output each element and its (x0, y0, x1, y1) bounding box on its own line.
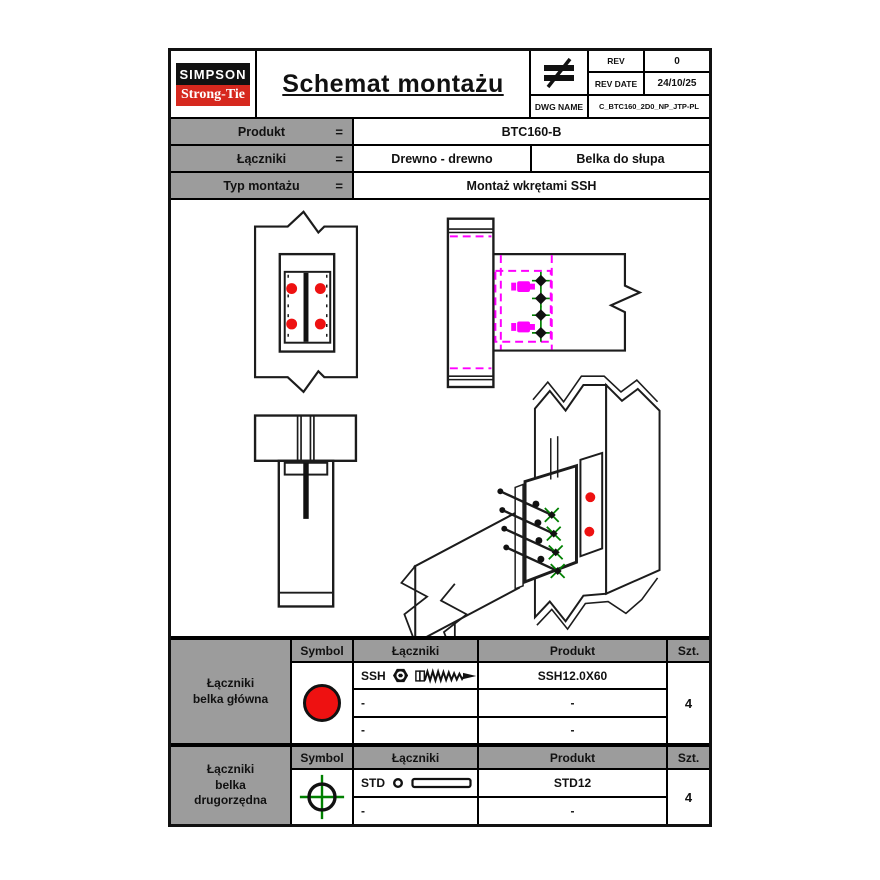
std-circle-icon (393, 778, 403, 788)
product-row-produkt: Produkt = BTC160-B (171, 119, 709, 144)
product-row-label: Typ montażu (223, 178, 300, 193)
fastener-table-main: Łączniki belka główna Symbol Łączniki Pr… (171, 638, 709, 743)
logo-strongtie: Strong-Tie (176, 84, 250, 106)
fastener-code: - (354, 690, 477, 716)
plan-view (253, 414, 358, 608)
group-label-secondary: Łączniki belka drugorzędna (171, 747, 290, 824)
header-szt: Szt. (668, 747, 709, 768)
dwg-name-label: DWG NAME (531, 96, 587, 117)
side-view (446, 217, 643, 389)
mounting-type-value: Montaż wkrętami SSH (354, 173, 709, 198)
fastener-code-text: SSH (361, 668, 386, 683)
header-produkt: Produkt (479, 640, 666, 661)
header-laczniki: Łączniki (354, 747, 477, 768)
not-equal-icon (544, 57, 574, 88)
header-produkt: Produkt (479, 747, 666, 768)
group-label-main: Łączniki belka główna (171, 640, 290, 743)
equals-sign: = (335, 178, 343, 193)
dwg-name-value: C_BTC160_2D0_NP_JTP-PL (589, 96, 709, 117)
fastener-product: - (479, 717, 666, 743)
rev-date-label: REV DATE (589, 73, 643, 94)
product-row-label: Łączniki (236, 151, 287, 166)
rev-value: 0 (645, 51, 709, 71)
fastener-table-secondary: Łączniki belka drugorzędna Symbol Łączni… (171, 745, 709, 824)
fastener-product: - (479, 690, 666, 716)
doc-title: Schemat montażu (282, 69, 504, 98)
equals-sign: = (335, 124, 343, 139)
connection-type-value: Drewno - drewno (354, 146, 530, 171)
product-row-laczniki: Łączniki = Drewno - drewno Belka do słup… (171, 146, 709, 171)
fastener-code: - (354, 717, 477, 743)
connection-target-value: Belka do słupa (532, 146, 709, 171)
equals-sign: = (335, 151, 343, 166)
doc-title-cell: Schemat montażu (257, 51, 529, 117)
header-symbol: Symbol (292, 640, 352, 661)
product-row-label: Produkt (237, 124, 286, 139)
drawing-sheet: SIMPSON Strong-Tie Schemat montażu REV 0… (168, 48, 712, 827)
symbol-crosshair-circle (292, 770, 352, 824)
header-laczniki: Łączniki (354, 640, 477, 661)
header: SIMPSON Strong-Tie Schemat montażu REV 0… (171, 51, 709, 117)
logo: SIMPSON Strong-Tie (171, 51, 255, 117)
header-szt: Szt. (668, 640, 709, 661)
qty-value: 4 (668, 770, 709, 824)
isometric-view (400, 375, 661, 636)
fastener-code: STD (354, 770, 477, 796)
ssh-screw-icon (414, 667, 477, 684)
header-symbol: Symbol (292, 747, 352, 768)
symbol-red-circle (292, 663, 352, 743)
fastener-product: - (479, 798, 666, 824)
symbol-cell (531, 51, 587, 94)
crosshair-circle-icon (299, 774, 345, 820)
fastener-code-text: STD (361, 776, 385, 790)
product-row-typ-montazu: Typ montażu = Montaż wkrętami SSH (171, 173, 709, 198)
hex-head-icon (392, 668, 408, 683)
red-circle-icon (303, 684, 341, 722)
drawing-area (171, 200, 709, 636)
front-view (253, 210, 359, 394)
product-value: BTC160-B (354, 119, 709, 144)
fastener-code: SSH (354, 663, 477, 689)
revision-block: REV 0 REV DATE 24/10/25 DWG NAME C_BTC16… (531, 51, 709, 117)
rev-date-value: 24/10/25 (645, 73, 709, 94)
std-dowel-icon (411, 777, 472, 789)
fastener-code: - (354, 798, 477, 824)
technical-drawing (253, 210, 661, 636)
logo-simpson: SIMPSON (176, 62, 250, 85)
qty-value: 4 (668, 663, 709, 743)
rev-label: REV (589, 51, 643, 71)
fastener-product: SSH12.0X60 (479, 663, 666, 689)
fastener-product: STD12 (479, 770, 666, 796)
